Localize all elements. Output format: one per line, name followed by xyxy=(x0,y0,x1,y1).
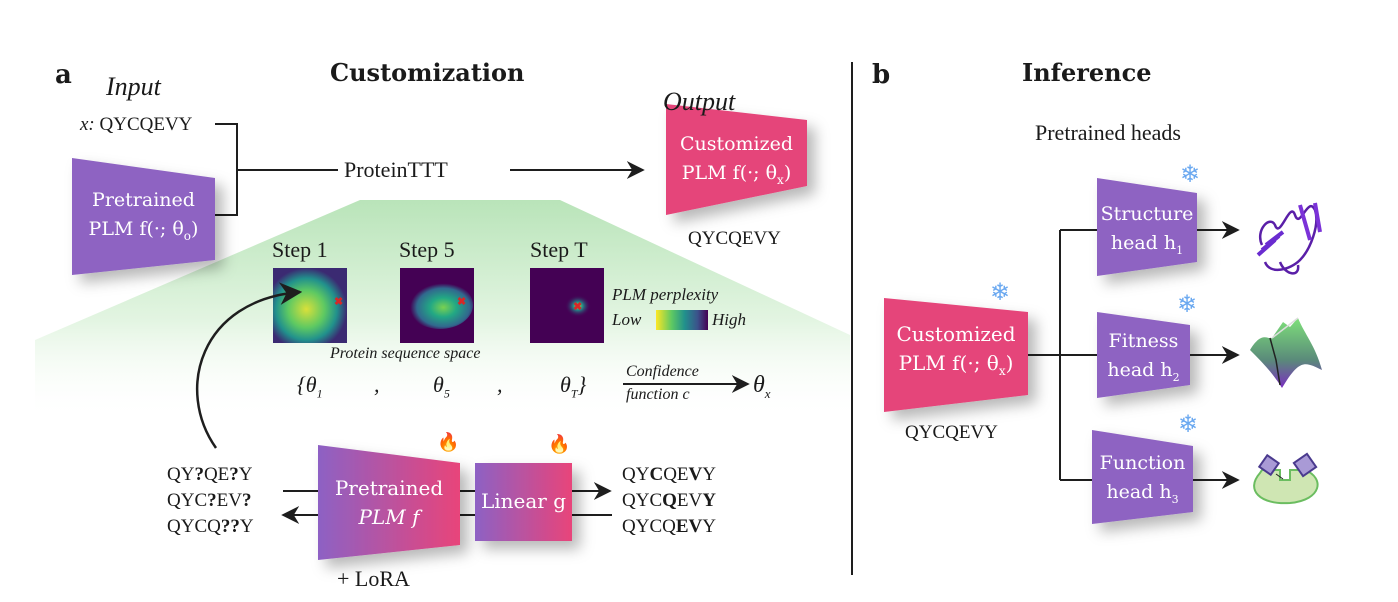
output-heading: Output xyxy=(663,87,736,116)
customization-heading: Customization xyxy=(330,58,525,87)
highlighted-residue: ? xyxy=(207,490,217,511)
step-1-label: Step 1 xyxy=(272,237,328,262)
input-sequence: x: QYCQEVY xyxy=(80,114,193,135)
highlighted-residue: ? xyxy=(229,464,239,485)
theta-x-result: θx xyxy=(753,372,771,401)
step-T-label: Step T xyxy=(530,237,588,262)
pretrained-heads-heading: Pretrained heads xyxy=(1035,120,1181,145)
inference-sequence: QYCQEVY xyxy=(905,422,998,443)
masked-input-list: QY?QE?Y QYC?EV? QYCQ??Y xyxy=(167,462,254,540)
theta-1: {θ1 xyxy=(297,372,323,401)
pretrained-plm-label: Pretrained PLM f(·; θo) xyxy=(88,189,199,243)
confidence-function-label: function c xyxy=(626,386,690,403)
highlighted-residue: Q xyxy=(662,490,677,511)
fitness-head-block xyxy=(1097,312,1190,398)
fitness-head-label: Fitness head h2 xyxy=(1107,330,1180,384)
highlighted-residue: EV xyxy=(675,516,703,537)
fire-icon: 🔥 xyxy=(437,432,460,453)
residue-segment: EV xyxy=(216,490,242,511)
residue-segment: QY xyxy=(167,464,195,485)
customized-plm-inference-block xyxy=(884,298,1028,412)
svg-text:✖: ✖ xyxy=(334,295,343,308)
residue-segment: EV xyxy=(676,490,703,511)
heatmap-step-5: ✖ xyxy=(400,268,474,343)
protein-structure-icon xyxy=(1256,202,1322,275)
highlighted-residue: ? xyxy=(194,464,204,485)
customized-plm-output-label: Customized PLM f(·; θx) xyxy=(679,133,794,187)
linear-head-block xyxy=(475,463,572,541)
residue-segment: Y xyxy=(239,516,254,537)
residue-segment: Y xyxy=(702,464,716,485)
highlighted-residue: V xyxy=(688,464,703,485)
colorbar-high-label: High xyxy=(712,310,746,329)
theta-comma: , xyxy=(497,372,503,397)
confidence-label: Confidence xyxy=(626,363,699,380)
svg-text:✖: ✖ xyxy=(457,295,466,308)
colorbar-title: PLM perplexity xyxy=(612,285,719,304)
heatmap-step-1: ✖ xyxy=(273,268,347,343)
predicted-sequence: QYCQEVY xyxy=(622,514,716,540)
highlighted-residue: Y xyxy=(702,490,716,511)
residue-segment: QYCQ xyxy=(622,516,676,537)
protein-ttt-label: ProteinTTT xyxy=(344,157,448,182)
theta-comma: , xyxy=(374,372,380,397)
perplexity-colorbar xyxy=(656,310,708,330)
binding-function-icon xyxy=(1253,452,1319,505)
masked-sequence: QY?QE?Y xyxy=(167,462,254,488)
predicted-sequence: QYCQEVY xyxy=(622,462,716,488)
predicted-output-list: QYCQEVY QYCQEVY QYCQEVY xyxy=(622,462,716,540)
snowflake-icon: ❄ xyxy=(1180,160,1201,188)
trainable-plm-label: Pretrained PLM f xyxy=(334,476,444,529)
snowflake-icon: ❄ xyxy=(1178,410,1199,438)
svg-text:✖: ✖ xyxy=(573,300,582,313)
predicted-sequence: QYCQEVY xyxy=(622,488,716,514)
input-bracket xyxy=(215,123,238,216)
lora-label: + LoRA xyxy=(337,566,410,591)
residue-segment: QYC xyxy=(622,490,663,511)
masked-sequence: QYC?EV? xyxy=(167,488,254,514)
inference-heading: Inference xyxy=(1022,58,1152,87)
fire-icon: 🔥 xyxy=(548,434,571,455)
fitness-landscape-icon xyxy=(1250,317,1322,388)
theta-T: θT} xyxy=(560,372,587,401)
function-head-label: Function head h3 xyxy=(1099,452,1186,506)
residue-segment: QE xyxy=(203,464,230,485)
residue-segment: Y xyxy=(702,516,716,537)
panel-b-letter: b xyxy=(872,60,891,90)
sequence-space-label: Protein sequence space xyxy=(330,345,481,362)
residue-segment: QY xyxy=(622,464,650,485)
residue-segment: QE xyxy=(663,464,689,485)
head-branch-lines xyxy=(1028,229,1100,481)
snowflake-icon: ❄ xyxy=(1177,290,1198,318)
step-5-label: Step 5 xyxy=(399,237,455,262)
highlighted-residue: C xyxy=(649,464,664,485)
structure-head-block xyxy=(1097,178,1197,276)
customized-plm-inference-label: Customized PLM f(·; θx) xyxy=(896,322,1016,378)
residue-segment: Y xyxy=(238,464,253,485)
linear-head-label: Linear g xyxy=(480,489,567,513)
snowflake-icon: ❄ xyxy=(990,278,1011,306)
residue-segment: QYCQ xyxy=(167,516,221,537)
output-sequence: QYCQEVY xyxy=(688,228,781,249)
highlighted-residue: ?? xyxy=(220,516,240,537)
residue-segment: QYC xyxy=(167,490,208,511)
heatmap-step-T: ✖ xyxy=(530,268,604,343)
feedback-arrow xyxy=(195,282,303,449)
colorbar-low-label: Low xyxy=(612,310,642,329)
masked-sequence: QYCQ??Y xyxy=(167,514,254,540)
theta-5: θ5 xyxy=(433,372,450,401)
highlighted-residue: ? xyxy=(241,490,252,511)
function-head-block xyxy=(1092,430,1193,524)
customized-plm-output-block xyxy=(666,104,807,215)
panel-a-letter: a xyxy=(55,60,72,90)
trainable-pretrained-plm-block xyxy=(318,445,460,560)
input-heading: Input xyxy=(106,72,161,101)
pretrained-plm-block xyxy=(72,158,215,275)
structure-head-label: Structure head h1 xyxy=(1100,203,1194,257)
